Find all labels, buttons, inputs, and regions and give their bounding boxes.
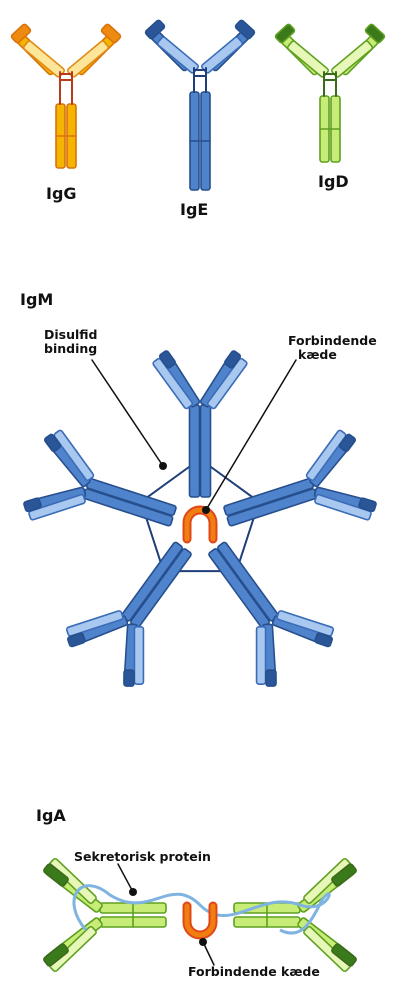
disulfid-label-line1: Disulfid [44,327,98,342]
iga-left-arm-tip [43,943,69,967]
iga-right-arm-light-chain [303,925,351,973]
igg-left-arm-light-chain [23,40,65,78]
iga-left-arm-light-chain [49,925,97,973]
iga-joining-chain [184,903,216,938]
disulfid-binding-label: Disulfid binding [44,328,98,356]
igd-right-arm-tip [364,23,386,44]
igm-stem-heavy-chain [188,404,201,498]
igd-label: IgD [318,172,349,191]
igg-right-arm-tip [100,23,122,44]
igm-arm-tip [44,433,62,453]
iga-right-arm-tip [331,863,357,887]
igm-arm-tip [158,350,176,369]
iga-dimer [43,857,357,973]
igm-joining-chain-label: Forbindende kæde [288,334,377,362]
igm-arm-tip [123,669,135,687]
igg-left-arm-tip [10,23,32,44]
igm-joining-leader-dot [202,506,210,514]
igm-joining-label-line2: kæde [298,347,337,362]
igm-arm-light-chain [255,626,267,685]
disulfid-leader-line [91,359,164,467]
igm-stem-heavy-chain [199,404,212,498]
iga-secretory-protein [72,884,331,935]
igg-right-arm-light-chain [67,40,109,78]
igg-antibody [10,23,122,169]
ige-antibody [144,19,256,191]
secretory-leader-dot [129,888,137,896]
igm-joining-leader-line [205,359,297,511]
disulfid-leader-dot [159,462,167,470]
igm-arm-light-chain [28,493,86,521]
igm-arm-tip [338,433,356,453]
secretory-leader-line [117,863,134,893]
iga-left-arm-tip [43,863,69,887]
igm-joining-chain [184,507,216,542]
igm-arm-tip [67,632,86,648]
igm-arm-tip [265,669,277,687]
iga-joining-leader-line [202,941,215,966]
secretory-protein-label: Sekretorisk protein [74,849,211,864]
iga-right-arm-light-chain [303,857,351,905]
igd-left-arm-light-chain [287,40,329,78]
igm-arm-light-chain [276,610,335,637]
iga-joining-leader-dot [199,938,207,946]
igm-arm-light-chain [65,610,124,637]
igd-right-arm-light-chain [331,40,373,78]
igd-left-arm-tip [274,23,296,44]
igm-arm-tip [224,350,242,369]
iga-right-arm-tip [331,943,357,967]
ige-label: IgE [180,200,209,219]
igm-arm-light-chain [206,357,248,410]
igm-arm-tip [314,632,333,648]
igm-pentamer [23,350,377,687]
igm-joining-label-line1: Forbindende [288,333,377,348]
ige-left-arm-tip [144,19,166,40]
ige-left-arm-light-chain [157,36,199,74]
igm-arm-tip [23,497,42,513]
igm-arm-light-chain [305,429,347,481]
disulfid-label-line2: binding [44,341,98,356]
igm-arm-light-chain [53,429,95,481]
igm-arm-tip [358,497,377,513]
ige-right-arm-light-chain [201,36,243,74]
igg-label: IgG [46,184,77,203]
iga-left-arm-light-chain [49,857,97,905]
igm-arm-light-chain [152,357,194,410]
igm-label: IgM [20,290,54,309]
iga-label: IgA [36,806,66,825]
ige-right-arm-tip [234,19,256,40]
iga-joining-chain-label: Forbindende kæde [188,964,320,979]
igd-antibody [274,23,386,163]
igm-arm-light-chain [314,493,372,521]
igm-arm-light-chain [133,626,145,685]
